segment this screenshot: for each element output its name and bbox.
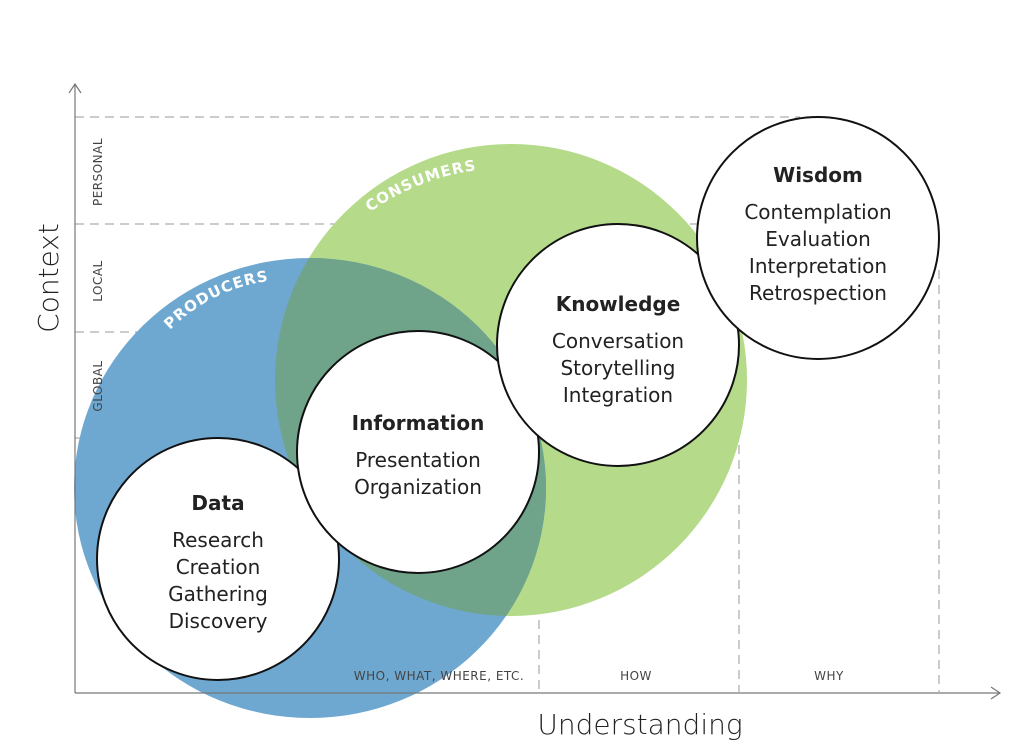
axes <box>68 82 1002 700</box>
understanding-bands: WHO, WHAT, WHERE, ETC. HOW WHY <box>354 669 844 683</box>
knowledge-item: Conversation <box>552 329 684 353</box>
information-item: Organization <box>354 475 482 499</box>
knowledge-item: Storytelling <box>560 356 675 380</box>
information-circle <box>296 330 540 574</box>
wisdom-item: Retrospection <box>749 281 887 305</box>
data-item: Research <box>172 528 264 552</box>
knowledge-item: Integration <box>563 383 673 407</box>
y-axis-arrow <box>68 82 82 94</box>
data-item: Gathering <box>168 582 268 606</box>
band-local: LOCAL <box>91 260 105 301</box>
x-axis-title: Understanding <box>537 708 742 741</box>
knowledge-circle <box>496 223 740 467</box>
band-global: GLOBAL <box>91 360 105 411</box>
data-item: Creation <box>176 555 261 579</box>
wisdom-title: Wisdom <box>773 163 863 187</box>
data-item: Discovery <box>169 609 268 633</box>
y-axis-title: Context <box>32 223 65 333</box>
node-wisdom: Wisdom Contemplation Evaluation Interpre… <box>744 163 891 305</box>
band-who-what-where: WHO, WHAT, WHERE, ETC. <box>354 669 525 683</box>
data-title: Data <box>191 491 244 515</box>
node-information: Information Presentation Organization <box>352 411 485 499</box>
knowledge-title: Knowledge <box>556 292 681 316</box>
wisdom-item: Interpretation <box>749 254 887 278</box>
data-circle <box>96 437 340 681</box>
band-personal: PERSONAL <box>91 138 105 206</box>
x-axis-arrow <box>990 686 1002 700</box>
information-title: Information <box>352 411 485 435</box>
node-data: Data Research Creation Gathering Discove… <box>168 491 268 633</box>
band-how: HOW <box>620 669 652 683</box>
wisdom-item: Evaluation <box>765 227 871 251</box>
node-circles <box>96 116 940 681</box>
wisdom-item: Contemplation <box>744 200 891 224</box>
context-bands: PERSONAL LOCAL GLOBAL <box>91 138 105 412</box>
wisdom-circle <box>696 116 940 360</box>
information-item: Presentation <box>355 448 481 472</box>
band-why: WHY <box>814 669 844 683</box>
node-knowledge: Knowledge Conversation Storytelling Inte… <box>552 292 684 407</box>
